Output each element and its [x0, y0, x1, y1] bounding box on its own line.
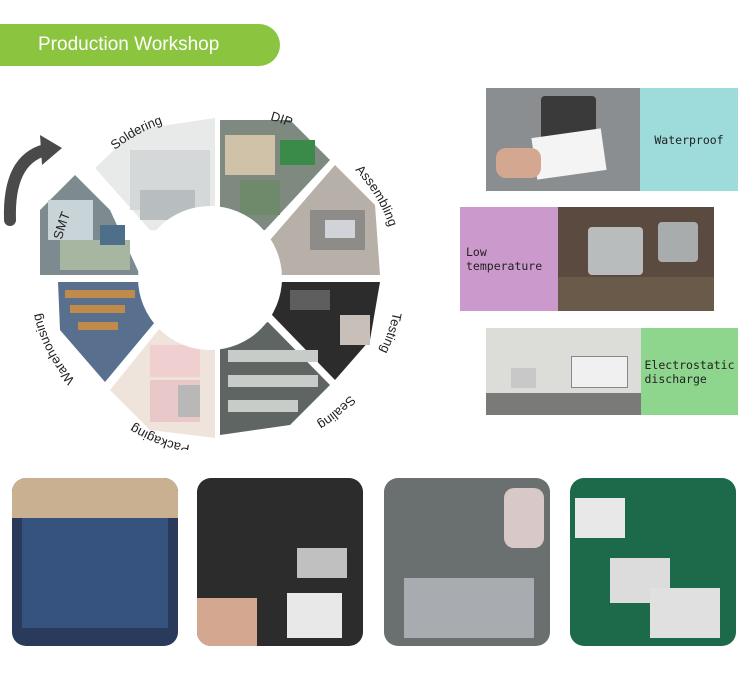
photo-finished-units	[570, 478, 736, 646]
wheel-label-sealing: Sealing	[315, 393, 358, 433]
wheel-segment-assembling	[270, 165, 380, 275]
test-label-low-temperature: Low temperature	[460, 207, 558, 311]
curved-arrow-icon	[3, 135, 62, 226]
production-process-wheel: SMT Soldering DIP Assembling Testing Sea…	[0, 90, 420, 450]
test-label-esd: Electrostatic discharge	[641, 328, 738, 415]
photo-production-line	[384, 478, 550, 646]
photo-keypad-boards	[12, 478, 178, 646]
test-photo-waterproof	[486, 88, 640, 191]
wheel-segment-soldering	[95, 118, 215, 235]
test-row-esd: Electrostatic discharge	[486, 328, 738, 415]
photo-assembly-bench	[197, 478, 363, 646]
wheel-segment-warehousing	[58, 282, 155, 382]
wheel-segment-sealing	[220, 322, 330, 435]
test-row-low-temperature: Low temperature	[460, 207, 714, 311]
wheel-segment-dip	[220, 120, 330, 235]
wheel-segment-packaging	[110, 328, 215, 438]
wheel-segment-testing	[272, 282, 380, 380]
test-label-waterproof: Waterproof	[640, 88, 738, 191]
wheel-label-testing: Testing	[377, 311, 405, 356]
wheel-center	[138, 206, 282, 350]
page-title: Production Workshop	[0, 24, 280, 66]
test-photo-low-temperature	[558, 207, 714, 311]
test-row-waterproof: Waterproof	[486, 88, 738, 191]
wheel-label-dip: DIP	[269, 108, 295, 129]
test-photo-esd	[486, 328, 641, 415]
wheel-segment-smt	[40, 175, 140, 275]
